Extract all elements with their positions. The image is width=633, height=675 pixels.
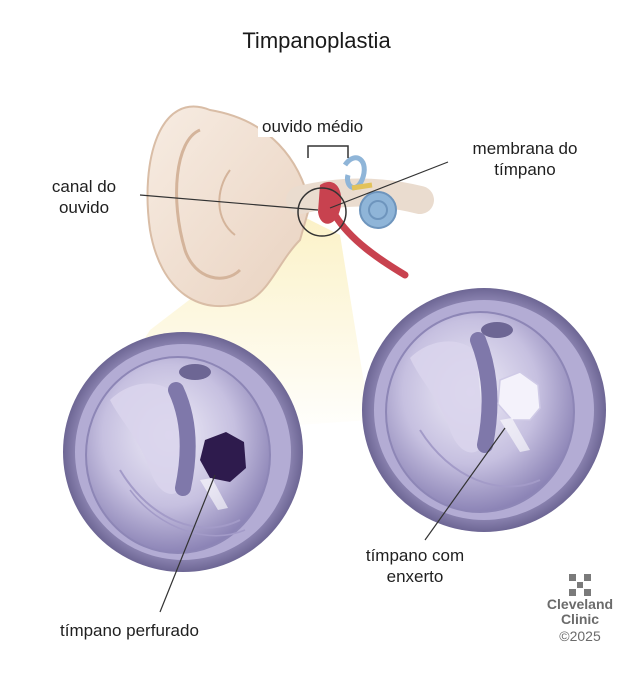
leader-perforated [159, 474, 216, 613]
label-ear-canal-line-2: ouvido [58, 198, 110, 217]
eardrum-focus-circle [297, 187, 347, 237]
perforated-eardrum-illustration [63, 332, 303, 572]
label-perforated-eardrum: tímpano perfurado [60, 621, 199, 640]
label-eardrum-line-2: tímpano [494, 160, 556, 179]
ear-shape [146, 105, 434, 308]
logo-name-line-2: Clinic [560, 611, 600, 627]
cleveland-clinic-logo-mark [569, 574, 591, 596]
logo-mark-spacer [569, 572, 591, 594]
leader-ear-canal [139, 194, 319, 211]
label-eardrum-line-1: membrana do [472, 139, 578, 158]
label-ear-canal: canal do ouvido [28, 176, 140, 218]
label-ear-canal-line-1: canal do [51, 177, 117, 196]
page-title: Timpanoplastia [242, 28, 391, 53]
leader-eardrum [329, 161, 449, 209]
grafted-eardrum-illustration [362, 288, 606, 532]
label-eardrum: membrana do tímpano [450, 138, 600, 180]
label-middle-ear: ouvido médio [258, 116, 368, 137]
logo-copyright: ©2025 [559, 628, 601, 644]
leader-grafted [424, 427, 506, 541]
logo-name-line-1: Cleveland [546, 596, 614, 612]
label-grafted-line-2: enxerto [386, 567, 444, 586]
middle-ear-bracket [307, 145, 349, 158]
cleveland-clinic-logo: Cleveland Clinic ©2025 [540, 572, 620, 645]
label-grafted-eardrum: tímpano com enxerto [350, 545, 480, 587]
inner-ear-structures [318, 155, 409, 279]
label-grafted-line-1: tímpano com [365, 546, 465, 565]
